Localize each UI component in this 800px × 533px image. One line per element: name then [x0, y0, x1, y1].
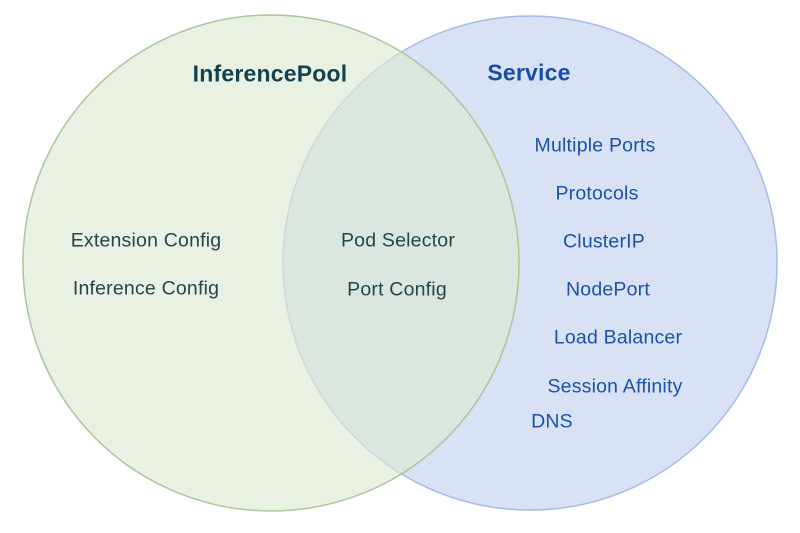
service-item-clusterip: ClusterIP [563, 230, 645, 253]
service-title: Service [487, 59, 571, 86]
inferencepool-item-inference-config: Inference Config [72, 277, 220, 300]
inferencepool-circle [22, 14, 520, 512]
service-item-load-balancer: Load Balancer [553, 326, 683, 349]
intersection-item-port-config: Port Config [347, 278, 447, 301]
intersection-item-pod-selector: Pod Selector [340, 229, 456, 252]
service-item-session-affinity: Session Affinity [547, 375, 683, 398]
inferencepool-title: InferencePool [192, 60, 348, 87]
service-item-dns: DNS [531, 410, 573, 433]
service-item-protocols: Protocols [555, 182, 639, 205]
service-item-nodeport: NodePort [566, 278, 650, 301]
service-item-multiple-ports: Multiple Ports [534, 134, 656, 157]
inferencepool-item-extension-config: Extension Config [70, 229, 222, 252]
